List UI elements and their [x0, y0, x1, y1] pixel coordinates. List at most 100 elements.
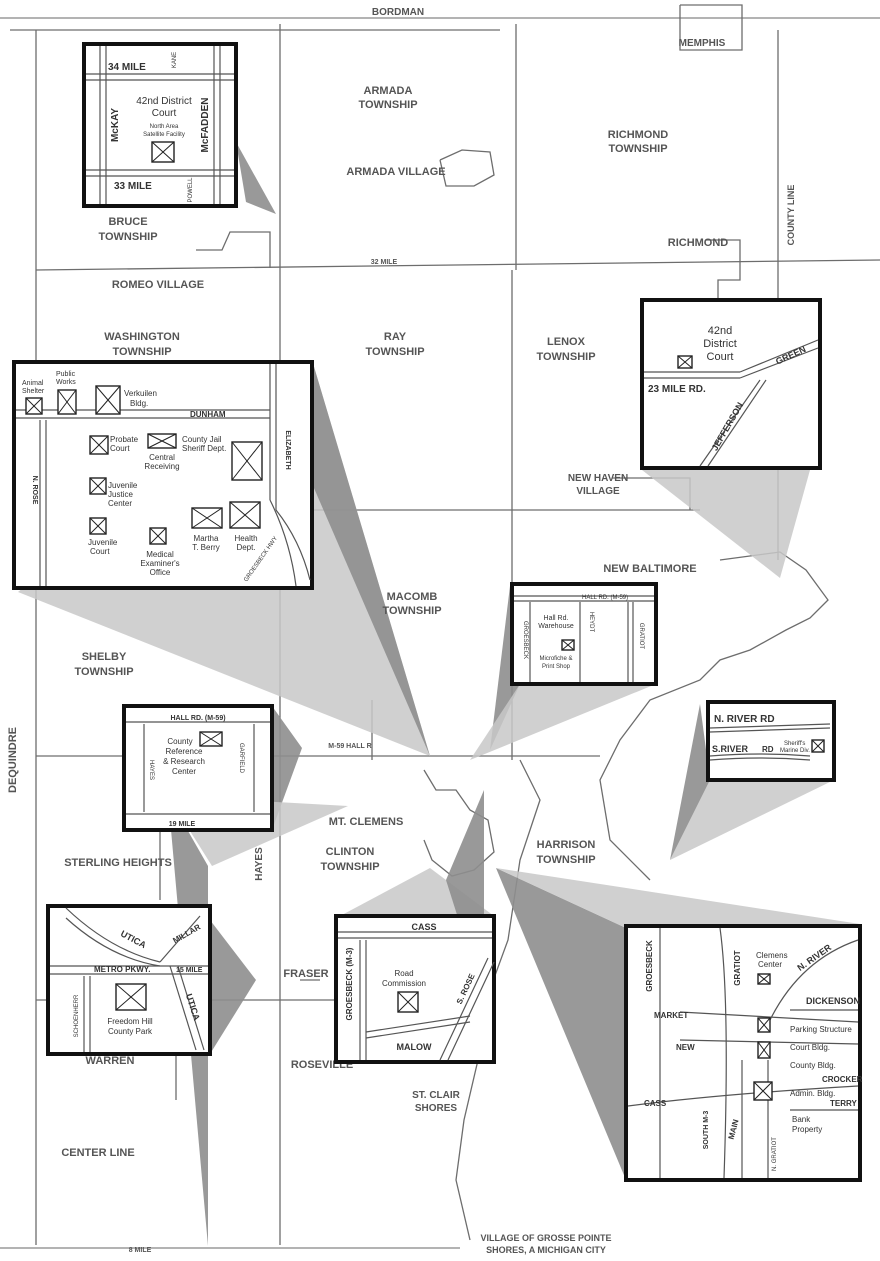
i10-facility-3: & Research [163, 757, 205, 766]
i11-road-33-mile: 33 MILE [114, 181, 152, 192]
place-labels: BORDMAN MEMPHIS ARMADA TOWNSHIP ARMADA V… [7, 7, 796, 1255]
i5-road-n-river: N. RIVER RD [714, 714, 775, 725]
label-ray-township-1: RAY [384, 331, 407, 343]
label-m59-hall: M-59 HALL R [328, 743, 371, 750]
i2-building-icon [561, 639, 575, 651]
i11-road-kane: KANE [172, 52, 178, 68]
label-shelby-township-1: SHELBY [82, 651, 127, 663]
label-bruce-township-1: BRUCE [108, 216, 147, 228]
i8-facility-2: Commission [382, 979, 426, 988]
inset-3: 23 MILE RD. GREEN JEFFERSON 42nd Distric… [640, 298, 822, 470]
label-washington-township-2: TOWNSHIP [112, 346, 171, 358]
i4-parking-icon [757, 1017, 771, 1033]
i5-facility-2: Marine Div. [780, 748, 810, 754]
i2-road-hall: HALL RD. (M-59) [582, 595, 628, 601]
label-st-clair-shores-2: SHORES [415, 1103, 458, 1114]
i1-health-2: Dept. [236, 543, 255, 552]
i1-probate-icon [89, 435, 109, 455]
i1-juvenile-justice-icon [89, 477, 107, 495]
i5-road-rd: RD [762, 745, 774, 754]
label-st-clair-shores-1: ST. CLAIR [412, 1090, 461, 1101]
i10-facility-4: Center [172, 767, 196, 776]
i11-road-mcfadden: McFADDEN [200, 97, 211, 152]
i8-building-icon [397, 991, 419, 1013]
i1-jj-2: Justice [108, 490, 133, 499]
label-memphis: MEMPHIS [679, 38, 726, 49]
label-richmond-township-1: RICHMOND [608, 129, 669, 141]
i1-juvenile-court-icon [89, 517, 107, 535]
i9-facility-2: County Park [108, 1027, 153, 1036]
i10-facility-1: County [167, 737, 192, 746]
i11-sub-1: North Area [150, 124, 179, 130]
i1-central-1: Central [149, 453, 175, 462]
i4-bldg-county: County Bldg. [790, 1061, 836, 1070]
i5-building-icon [811, 739, 825, 753]
label-grosse-pointe-2: SHORES, A MICHIGAN CITY [486, 1245, 606, 1255]
i4-bldg-bank-2: Property [792, 1125, 822, 1134]
i3-facility-2: District [703, 338, 737, 350]
label-richmond: RICHMOND [668, 237, 729, 249]
i1-animal-2: Shelter [22, 388, 45, 395]
i1-jc-2: Court [90, 547, 110, 556]
i2-facility-1: Hall Rd. [544, 615, 569, 622]
i1-verkuilen-icon [95, 385, 121, 415]
i2-road-gratiot: GRATIOT [638, 623, 644, 650]
label-armada-township-2: TOWNSHIP [358, 99, 417, 111]
label-warren: WARREN [86, 1055, 135, 1067]
label-hayes: HAYES [254, 847, 265, 881]
label-harrison-township-2: TOWNSHIP [536, 854, 595, 866]
i8-facility-1: Road [394, 969, 413, 978]
i4-admin-icon [753, 1081, 773, 1101]
label-lenox-township-2: TOWNSHIP [536, 351, 595, 363]
i4-road-crocker: CROCKER [822, 1075, 863, 1084]
i4-road-market: MARKET [654, 1011, 688, 1020]
label-new-haven-village-1: NEW HAVEN [568, 473, 628, 484]
label-county-line: COUNTY LINE [786, 185, 796, 246]
label-sterling-heights: STERLING HEIGHTS [64, 857, 172, 869]
i1-probate-1: Probate [110, 435, 139, 444]
i4-road-cass: CASS [644, 1099, 667, 1108]
i9-facility-1: Freedom Hill [107, 1017, 153, 1026]
i2-road-groesbeck: GROESBECK [522, 621, 528, 659]
i1-road-elizabeth: ELIZABETH [284, 430, 291, 469]
i11-building-icon [151, 141, 175, 163]
i3-building-icon [677, 355, 693, 369]
i11-road-mckay: McKAY [110, 108, 121, 142]
i4-road-south-m3: SOUTH M-3 [703, 1111, 710, 1150]
label-richmond-township-2: TOWNSHIP [608, 143, 667, 155]
i1-medical-icon [149, 527, 167, 545]
i1-jail-icon [231, 441, 263, 481]
i1-med-3: Office [150, 568, 171, 577]
i8-road-groesbeck: GROESBECK (M-3) [345, 947, 354, 1020]
i1-road-dunham: DUNHAM [190, 410, 226, 419]
inset-11: 34 MILE 33 MILE McKAY McFADDEN KANE POWE… [82, 42, 238, 208]
base-roads [0, 4, 880, 1249]
i4-road-gratiot: GRATIOT [733, 950, 742, 986]
label-center-line: CENTER LINE [61, 1147, 134, 1159]
i10-road-garfield: GARFIELD [238, 743, 244, 774]
i4-road-groesbeck: GROESBECK [645, 940, 654, 992]
label-8-mile: 8 MILE [129, 1247, 152, 1254]
i5-facility-1: Sheriff's [784, 741, 805, 747]
i3-road-23-mile: 23 MILE RD. [648, 384, 706, 395]
i1-martha-1: Martha [194, 534, 219, 543]
label-mt-clemens: MT. CLEMENS [329, 816, 404, 828]
i1-jj-1: Juvenile [108, 481, 138, 490]
i4-bldg-clemens-2: Center [758, 960, 782, 969]
i1-med-1: Medical [146, 550, 174, 559]
i11-facility-1: 42nd District [136, 96, 192, 107]
inset-5: N. RIVER RD S.RIVER RD Sheriff's Marine … [706, 700, 836, 782]
i1-central-icon [147, 433, 177, 449]
i11-sub-2: Satellite Facility [143, 132, 185, 138]
i1-med-2: Examiner's [140, 559, 179, 568]
label-grosse-pointe-1: VILLAGE OF GROSSE POINTE [480, 1233, 611, 1243]
label-shelby-township-2: TOWNSHIP [74, 666, 133, 678]
i10-road-hall: HALL RD. (M-59) [170, 715, 225, 722]
i1-probate-2: Court [110, 444, 130, 453]
i1-jail-1: County Jail [182, 435, 222, 444]
i1-health-icon [229, 501, 261, 529]
label-bruce-township-2: TOWNSHIP [98, 231, 157, 243]
label-dequindre: DEQUINDRE [7, 727, 19, 793]
